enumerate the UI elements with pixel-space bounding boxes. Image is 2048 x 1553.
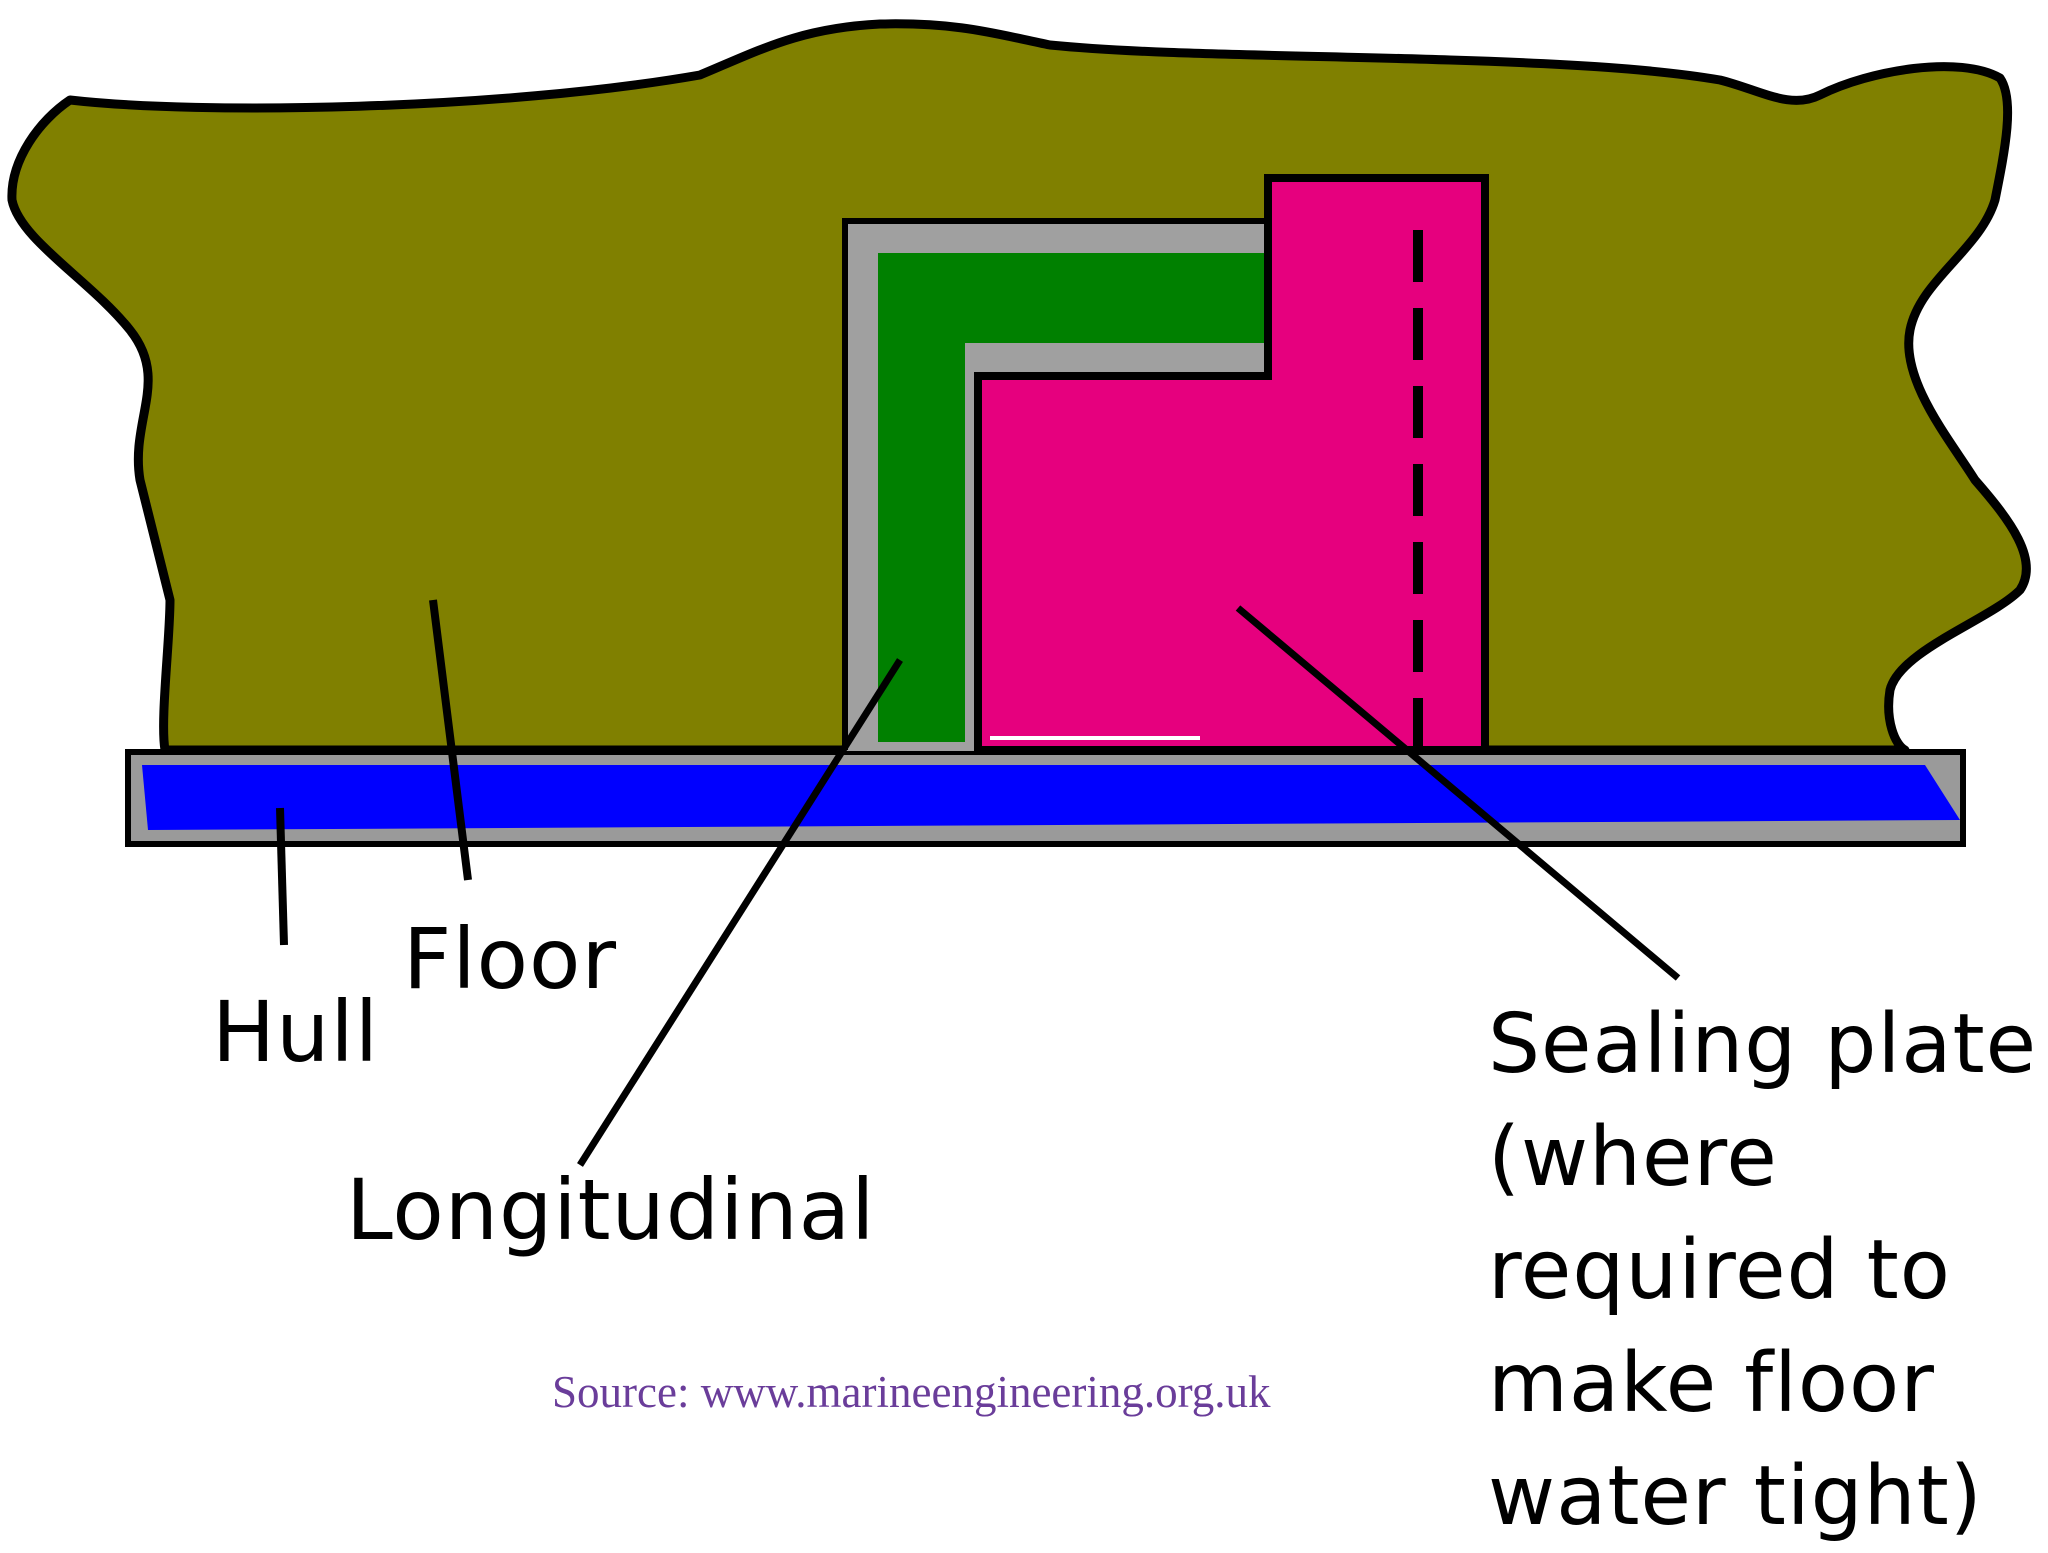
hull-label: Hull — [212, 983, 380, 1081]
sealing-plate-label-line: required to — [1488, 1223, 1951, 1318]
longitudinal-outline — [842, 220, 848, 750]
sealing-plate-label-line: make floor — [1488, 1336, 1935, 1431]
longitudinal-leader — [577, 658, 903, 1167]
source-credit: Source: www.marineengineering.org.uk — [552, 1367, 1271, 1417]
sealing-plate-label: Sealing plate (where required to make fl… — [1488, 988, 2037, 1553]
hull-leader — [276, 807, 288, 946]
sealing-plate-label-line: (where — [1488, 1110, 1778, 1205]
sealing-plate-label-line: water tight) — [1488, 1449, 1983, 1544]
longitudinal-outline-top — [842, 218, 1278, 224]
longitudinal-label: Longitudinal — [346, 1161, 876, 1259]
sealing-plate-label-line: Sealing plate — [1488, 997, 2038, 1092]
hull-plate-fill — [142, 765, 1960, 830]
floor-leader — [429, 599, 472, 881]
sealing-plate — [974, 174, 1489, 754]
floor-label: Floor — [403, 910, 617, 1008]
sealing-plate-leader — [1235, 605, 1681, 981]
